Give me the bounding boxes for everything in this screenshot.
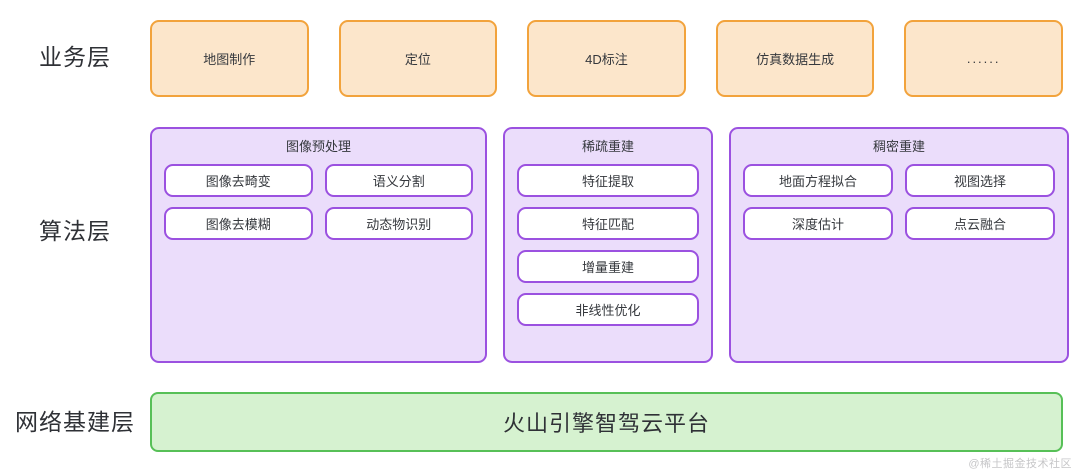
algorithm-item-nonlinear-optimization[interactable]: 非线性优化: [517, 292, 699, 326]
algorithm-item-view-selection[interactable]: 视图选择: [905, 163, 1055, 197]
layer-label-business: 业务层: [39, 44, 111, 70]
algorithm-item-label: 图像去模糊: [205, 216, 271, 232]
business-card-simulation-data-generation[interactable]: 仿真数据生成: [715, 20, 875, 97]
algorithm-item-label: 视图选择: [953, 173, 1006, 189]
algorithm-item-incremental-reconstruction[interactable]: 增量重建: [517, 249, 699, 283]
algorithm-item-depth-estimation[interactable]: 深度估计: [743, 206, 893, 240]
layer-label-algorithm: 算法层: [39, 218, 111, 244]
algorithm-layer-row: 图像预处理 图像去畸变 语义分割 图像去模糊 动态物识别 稀疏重建: [150, 127, 1069, 363]
watermark: @稀土掘金技术社区: [968, 458, 1072, 470]
algorithm-item-label: 地面方程拟合: [778, 173, 857, 189]
algorithm-item-label: 图像去畸变: [205, 173, 271, 189]
algorithm-item-label: 语义分割: [372, 173, 425, 189]
algorithm-item-label: 点云融合: [953, 216, 1006, 232]
algorithm-group-title: 稠密重建: [872, 139, 925, 154]
algorithm-item-label: 特征提取: [581, 173, 634, 189]
algorithm-item-label: 动态物识别: [366, 216, 432, 232]
infrastructure-layer-row: 火山引擎智驾云平台: [150, 392, 1063, 452]
algorithm-item-label: 深度估计: [791, 216, 844, 232]
business-card-label: ......: [966, 51, 1001, 66]
algorithm-group-title: 稀疏重建: [581, 139, 634, 154]
business-card-label: 4D标注: [585, 52, 628, 67]
business-layer-row: 地图制作 定位 4D标注 仿真数据生成 ......: [150, 20, 1063, 97]
business-card-4d-annotation[interactable]: 4D标注: [527, 20, 686, 97]
algorithm-item-image-undistortion[interactable]: 图像去畸变: [164, 163, 313, 197]
business-card-label: 地图制作: [203, 52, 256, 67]
algorithm-group-title: 图像预处理: [285, 139, 351, 154]
algorithm-item-feature-extraction[interactable]: 特征提取: [517, 163, 699, 197]
algorithm-group-items: 地面方程拟合 视图选择 深度估计 点云融合: [743, 163, 1055, 240]
algorithm-group-items: 特征提取 特征匹配 增量重建 非线性优化: [517, 163, 699, 326]
business-card-label: 定位: [404, 52, 431, 67]
algorithm-item-point-cloud-fusion[interactable]: 点云融合: [905, 206, 1055, 240]
algorithm-item-semantic-segmentation[interactable]: 语义分割: [324, 163, 473, 197]
algorithm-item-dynamic-object-recognition[interactable]: 动态物识别: [324, 206, 473, 240]
business-card-label: 仿真数据生成: [756, 52, 835, 67]
algorithm-group-dense-reconstruction: 稠密重建 地面方程拟合 视图选择 深度估计 点云融合: [729, 127, 1069, 363]
layer-label-infrastructure: 网络基建层: [15, 409, 135, 435]
algorithm-item-label: 特征匹配: [581, 216, 634, 232]
algorithm-group-image-preprocessing: 图像预处理 图像去畸变 语义分割 图像去模糊 动态物识别: [150, 127, 487, 363]
algorithm-item-feature-matching[interactable]: 特征匹配: [517, 206, 699, 240]
infrastructure-platform-card[interactable]: 火山引擎智驾云平台: [150, 392, 1063, 452]
business-card-localization[interactable]: 定位: [338, 20, 498, 97]
algorithm-group-sparse-reconstruction: 稀疏重建 特征提取 特征匹配 增量重建 非线性优化: [503, 127, 713, 363]
infrastructure-platform-label: 火山引擎智驾云平台: [502, 411, 710, 436]
algorithm-item-label: 非线性优化: [575, 302, 641, 318]
algorithm-item-label: 增量重建: [581, 259, 634, 275]
business-card-more[interactable]: ......: [904, 20, 1063, 97]
business-card-map-production[interactable]: 地图制作: [150, 20, 309, 97]
algorithm-item-image-deblurring[interactable]: 图像去模糊: [164, 206, 313, 240]
algorithm-item-ground-plane-fitting[interactable]: 地面方程拟合: [743, 163, 893, 197]
algorithm-group-items: 图像去畸变 语义分割 图像去模糊 动态物识别: [164, 163, 473, 240]
